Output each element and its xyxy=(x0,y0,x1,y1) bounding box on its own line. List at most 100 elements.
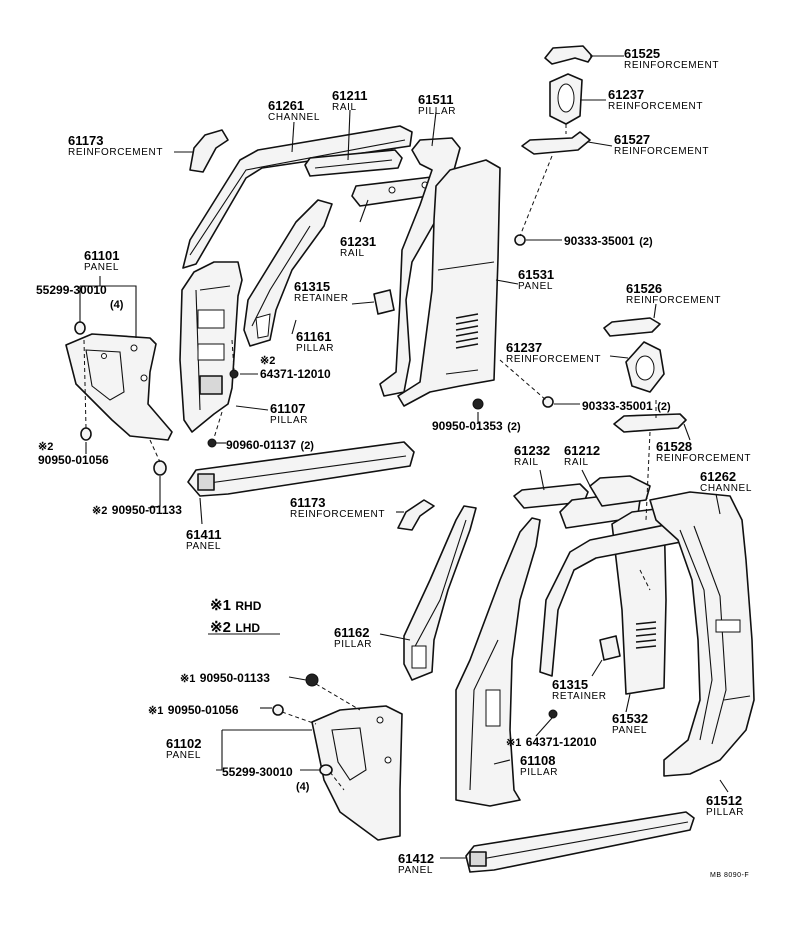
part-name: PILLAR xyxy=(520,767,559,778)
hand-mark: ※1 xyxy=(506,737,522,749)
part-61212-bracket xyxy=(589,475,651,507)
assembly-dashes xyxy=(83,124,657,791)
part-number: 61531 xyxy=(518,267,555,282)
label-64371-lower: ※1 64371-12010 xyxy=(506,734,597,750)
legend-mark: ※2 xyxy=(210,619,231,636)
part-number: 61525 xyxy=(624,46,661,61)
clip-90333-upper xyxy=(514,234,526,246)
label-61315-upper: 61315 RETAINER xyxy=(294,280,349,304)
clip-90960-01137 xyxy=(207,438,217,448)
drawing-code: MB 8090-F xyxy=(710,872,750,879)
clip-90950-01353 xyxy=(472,398,484,410)
part-number: 61237 xyxy=(608,87,645,102)
part-number: 90960-01137 xyxy=(226,438,297,452)
part-61527 xyxy=(521,131,591,155)
part-61412 xyxy=(465,811,695,873)
part-61532-grill xyxy=(635,621,657,649)
hand-mark: ※2 xyxy=(260,355,276,367)
part-number: 61315 xyxy=(552,677,589,692)
part-name: REINFORCEMENT xyxy=(506,354,602,365)
part-name: PILLAR xyxy=(270,415,309,426)
part-number: 61261 xyxy=(268,98,305,113)
label-90333-lower: 90333-35001 (2) xyxy=(582,398,671,414)
part-number: 61173 xyxy=(68,133,104,148)
label-61411: 61411 PANEL xyxy=(186,528,221,552)
label-55299-lower: 55299-30010 (4) xyxy=(222,764,309,793)
part-number: 90333-35001 xyxy=(564,234,635,248)
part-number: 61108 xyxy=(520,753,556,768)
quantity: (4) xyxy=(296,781,310,793)
label-61173-lower: 61173 REINFORCEMENT xyxy=(290,496,385,520)
label-61526: 61526 REINFORCEMENT xyxy=(626,282,721,306)
legend-lhd: ※2 LHD xyxy=(210,618,260,637)
part-number: 61102 xyxy=(166,736,202,751)
label-61232: 61232 RAIL xyxy=(514,444,550,468)
part-61102 xyxy=(311,705,403,841)
part-number: 61173 xyxy=(290,495,326,510)
part-name: PILLAR xyxy=(334,639,373,650)
label-61528: 61528 REINFORCEMENT xyxy=(656,440,751,464)
label-90950-01056-rhd: ※1 90950-01056 xyxy=(148,702,239,718)
part-number: 61231 xyxy=(340,234,377,249)
part-number: 90950-01133 xyxy=(199,671,270,685)
part-61108 xyxy=(455,517,541,807)
part-number: 55299-30010 xyxy=(36,283,107,297)
part-name: RAIL xyxy=(514,457,539,468)
label-61101: 61101 PANEL xyxy=(84,249,119,273)
part-name: PANEL xyxy=(186,541,222,552)
label-61173-upper: 61173 REINFORCEMENT xyxy=(68,134,163,158)
clip-64371-lower xyxy=(548,709,558,719)
part-name: PANEL xyxy=(518,281,554,292)
part-number: 61107 xyxy=(270,401,306,416)
legend-mark: ※1 xyxy=(210,597,231,614)
part-number: 64371-12010 xyxy=(260,367,331,381)
part-number: 61237 xyxy=(506,340,543,355)
label-61315-lower: 61315 RETAINER xyxy=(552,678,607,702)
part-name: RAIL xyxy=(332,102,357,113)
label-61102: 61102 PANEL xyxy=(166,737,201,761)
part-61173-upper xyxy=(189,129,229,173)
part-name: REINFORCEMENT xyxy=(608,101,704,112)
label-61108: 61108 PILLAR xyxy=(520,754,558,778)
part-number: 61162 xyxy=(334,625,370,640)
part-name: CHANNEL xyxy=(268,112,320,123)
part-61315-lower xyxy=(599,635,621,661)
part-number: 90333-35001 xyxy=(582,399,653,413)
part-61531-grill xyxy=(455,313,479,349)
part-name: REINFORCEMENT xyxy=(656,453,752,464)
part-number: 61161 xyxy=(296,329,332,344)
label-61162: 61162 PILLAR xyxy=(334,626,372,650)
label-61511: 61511 PILLAR xyxy=(418,93,456,117)
clip-90950-01056-rhd xyxy=(272,704,284,716)
part-61237-upper-hole xyxy=(557,83,575,113)
part-61173-lower xyxy=(397,499,435,531)
part-number: 90950-01133 xyxy=(111,503,182,517)
label-61527: 61527 REINFORCEMENT xyxy=(614,133,709,157)
part-number: 64371-12010 xyxy=(525,735,597,749)
hand-mark: ※1 xyxy=(148,705,164,717)
part-61526 xyxy=(603,317,661,337)
part-number: 61512 xyxy=(706,793,743,808)
part-number: 61526 xyxy=(626,281,663,296)
part-61261 xyxy=(182,125,413,269)
clip-90950-01133-lhd xyxy=(153,460,167,476)
part-name: REINFORCEMENT xyxy=(626,295,722,306)
part-name: PANEL xyxy=(612,725,648,736)
part-name: RETAINER xyxy=(294,293,349,304)
legend-text: LHD xyxy=(235,621,261,635)
label-61231: 61231 RAIL xyxy=(340,235,376,259)
label-61412: 61412 PANEL xyxy=(398,852,434,876)
part-number: 90950-01056 xyxy=(167,703,239,717)
label-61237-lower: 61237 REINFORCEMENT xyxy=(506,341,601,365)
clip-55299-upper xyxy=(74,321,86,335)
label-64371-upper: ※2 64371-12010 xyxy=(260,355,331,381)
part-name: PANEL xyxy=(166,750,202,761)
part-number: 61511 xyxy=(418,92,454,107)
part-number: 61211 xyxy=(332,88,368,103)
label-55299-upper: 55299-30010 (4) xyxy=(36,282,123,311)
label-61107: 61107 PILLAR xyxy=(270,402,308,426)
clip-55299-lower xyxy=(319,764,333,776)
part-61315-upper xyxy=(373,289,395,315)
